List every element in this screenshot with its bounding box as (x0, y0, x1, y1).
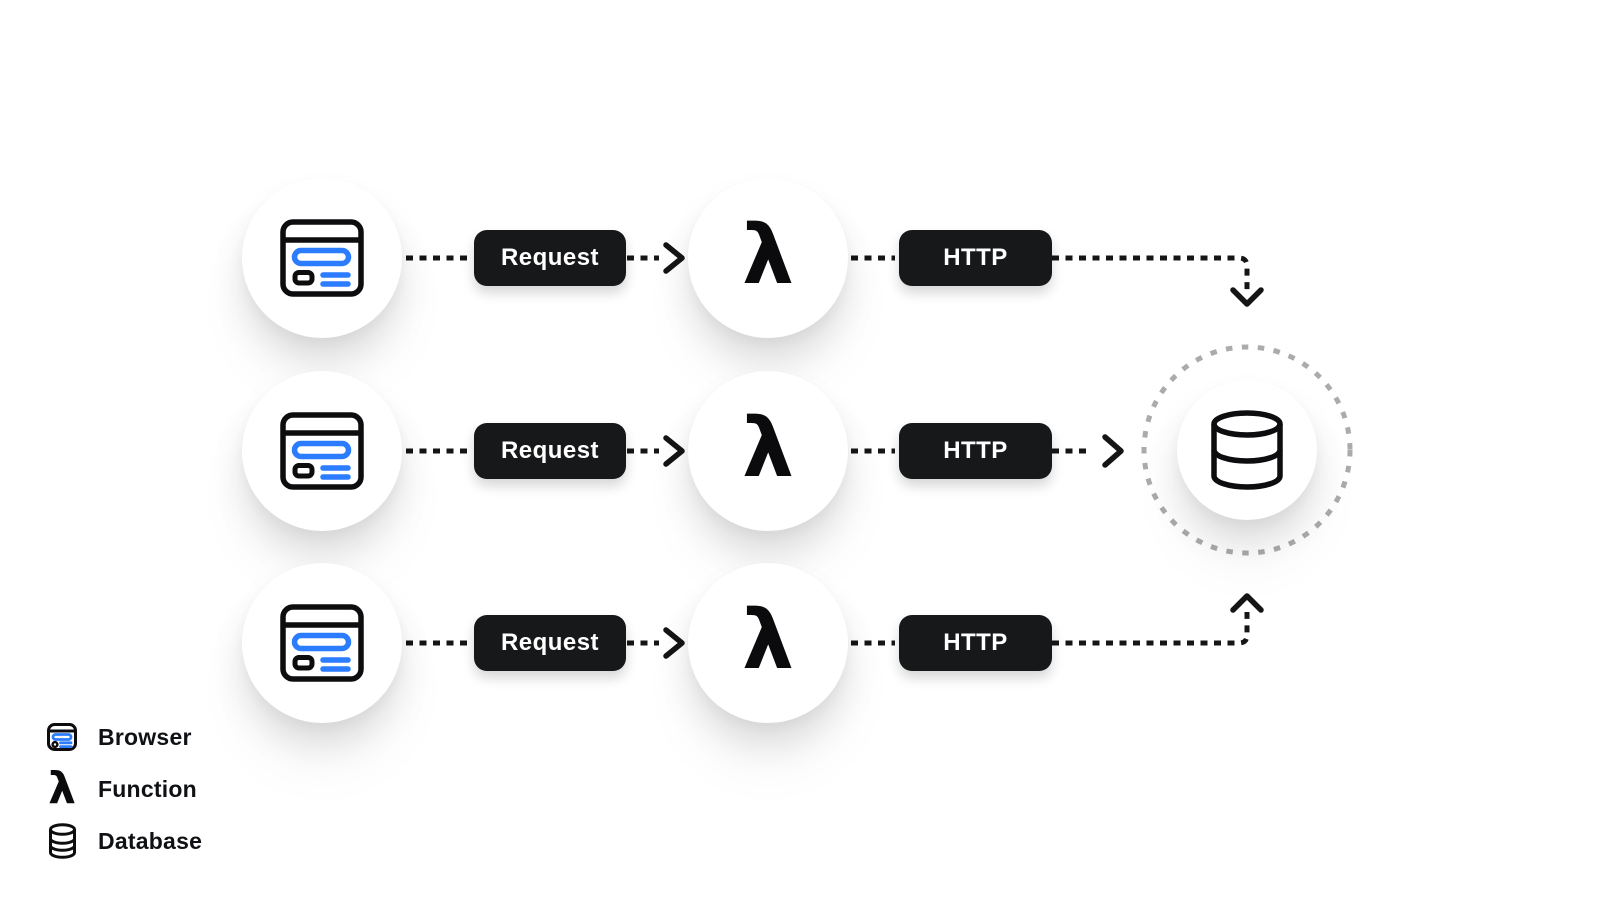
lambda-icon: λ (742, 401, 794, 496)
legend-label-browser: Browser (98, 723, 192, 750)
browser-icon (44, 723, 80, 751)
request-label: Request (500, 629, 600, 656)
lambda-icon: λ (742, 208, 794, 303)
http-label: HTTP (943, 244, 1008, 271)
request-pill[interactable]: Request (474, 615, 626, 671)
legend-label-function: Function (98, 775, 197, 802)
arrowhead-right-icon (663, 627, 685, 659)
http-pill[interactable]: HTTP (899, 423, 1052, 479)
database-icon (44, 823, 80, 859)
arrowhead-up-icon (1230, 593, 1264, 613)
browser-icon (280, 604, 364, 682)
arrowhead-right-icon (1102, 434, 1124, 468)
browser-icon (280, 412, 364, 490)
request-pill[interactable]: Request (474, 423, 626, 479)
database-dashed-ring (1141, 344, 1353, 556)
request-label: Request (500, 437, 600, 464)
function-node[interactable]: λ (688, 371, 848, 531)
browser-node[interactable] (242, 563, 402, 723)
database-node[interactable] (1177, 380, 1317, 520)
http-pill[interactable]: HTTP (899, 230, 1052, 286)
function-node[interactable]: λ (688, 178, 848, 338)
connector-http-database-3 (1052, 612, 1250, 646)
browser-icon (280, 219, 364, 297)
http-pill[interactable]: HTTP (899, 615, 1052, 671)
request-label: Request (500, 244, 600, 271)
lambda-icon: λ (742, 593, 794, 688)
request-pill[interactable]: Request (474, 230, 626, 286)
browser-node[interactable] (242, 178, 402, 338)
browser-node[interactable] (242, 371, 402, 531)
database-icon (1211, 410, 1283, 490)
arrowhead-right-icon (663, 242, 685, 274)
legend-label-database: Database (98, 827, 203, 854)
legend-item-function: λ Function (44, 766, 197, 812)
http-label: HTTP (943, 437, 1008, 464)
function-node[interactable]: λ (688, 563, 848, 723)
legend-item-browser: Browser (44, 714, 192, 760)
lambda-icon: λ (48, 763, 76, 814)
http-label: HTTP (943, 629, 1008, 656)
connector-http-database-1 (1052, 255, 1250, 290)
arrowhead-down-icon (1230, 287, 1264, 307)
legend-item-database: Database (44, 818, 202, 864)
arrowhead-right-icon (663, 435, 685, 467)
